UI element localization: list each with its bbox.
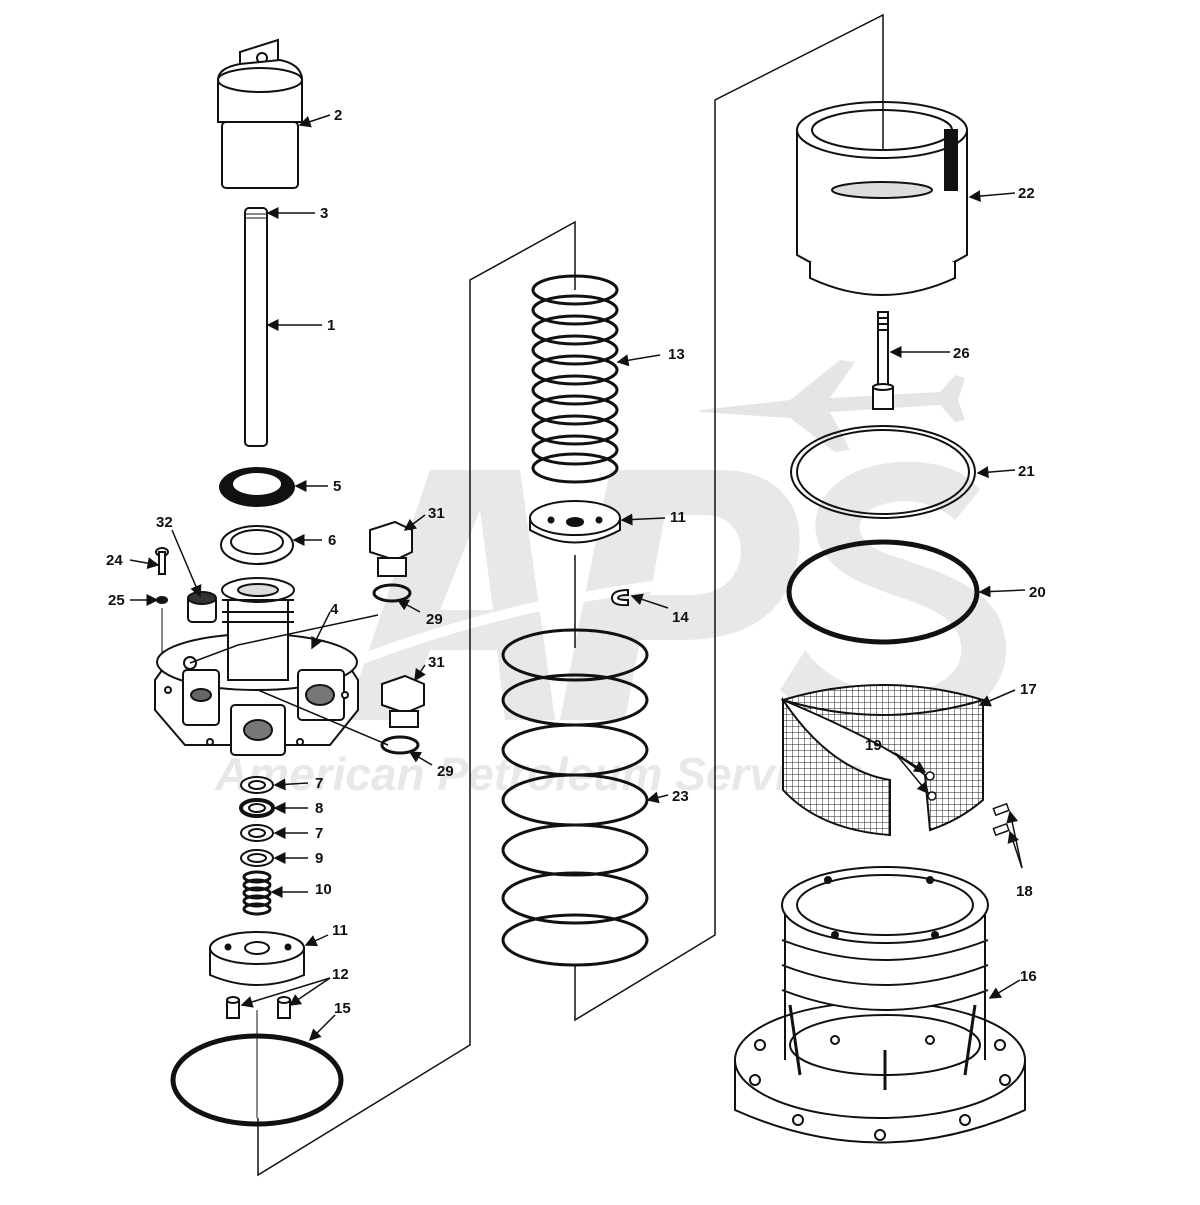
callout-23: 23 <box>672 788 689 805</box>
callout-21: 21 <box>1018 463 1035 480</box>
part-11-plate-upper <box>529 500 621 544</box>
callout-32: 32 <box>156 514 173 531</box>
part-21-ring <box>790 425 976 519</box>
part-2-cap <box>217 38 303 189</box>
callout-10: 10 <box>315 881 332 898</box>
part-10-small-spring <box>242 870 272 916</box>
callout-7-upper: 7 <box>315 775 323 792</box>
callout-22: 22 <box>1018 185 1035 202</box>
part-32-fitting <box>187 591 217 623</box>
callout-14: 14 <box>672 609 689 626</box>
callout-31-lower: 31 <box>428 654 445 671</box>
callout-26: 26 <box>953 345 970 362</box>
callout-25: 25 <box>108 592 125 609</box>
part-14-clip <box>610 588 629 607</box>
part-5-seal <box>219 467 295 507</box>
callout-2: 2 <box>334 107 342 124</box>
callout-18: 18 <box>1016 883 1033 900</box>
part-19-screws <box>925 771 937 801</box>
watermark-company-text: American Petroleum Services <box>214 748 864 800</box>
part-washers-stack <box>239 776 275 867</box>
callout-8: 8 <box>315 800 323 817</box>
part-11-plate-lower <box>209 931 305 986</box>
callout-3: 3 <box>320 205 328 222</box>
leader-arrows <box>129 114 1026 1042</box>
callout-7-lower: 7 <box>315 825 323 842</box>
part-17-screen <box>780 684 984 837</box>
part-6-ring <box>220 525 294 565</box>
callout-24: 24 <box>106 552 123 569</box>
part-20-o-ring <box>786 539 980 645</box>
callout-31-upper: 31 <box>428 505 445 522</box>
callout-12: 12 <box>332 966 349 983</box>
part-1-tube <box>244 207 268 447</box>
part-26-stud <box>872 311 894 410</box>
callout-16: 16 <box>1020 968 1037 985</box>
part-23-lower-spring <box>501 628 649 967</box>
part-31-plug-lower <box>380 674 425 755</box>
callout-5: 5 <box>333 478 341 495</box>
callout-17: 17 <box>1020 681 1037 698</box>
callout-9: 9 <box>315 850 323 867</box>
callout-1: 1 <box>327 317 335 334</box>
part-12-screws <box>226 996 291 1019</box>
callout-20: 20 <box>1029 584 1046 601</box>
callout-4: 4 <box>330 601 339 618</box>
callout-19: 19 <box>865 737 882 754</box>
callout-29-lower: 29 <box>437 763 454 780</box>
part-31-plug-upper <box>369 520 413 603</box>
callout-11-lower: 11 <box>332 922 348 939</box>
part-4-body <box>154 577 359 756</box>
callout-13: 13 <box>668 346 685 363</box>
callout-29-upper: 29 <box>426 611 443 628</box>
part-22-cup <box>796 101 968 296</box>
callout-15: 15 <box>334 1000 351 1017</box>
part-13-upper-spring <box>531 274 619 484</box>
callout-11-upper: 11 <box>670 509 686 526</box>
part-16-housing <box>734 866 1026 1144</box>
part-18-screws <box>992 802 1010 837</box>
callout-labels: 2 3 1 5 6 32 24 25 4 31 29 31 29 7 8 7 9… <box>106 107 1046 1017</box>
assembly-path-lines <box>189 13 884 1177</box>
callout-6: 6 <box>328 532 336 549</box>
